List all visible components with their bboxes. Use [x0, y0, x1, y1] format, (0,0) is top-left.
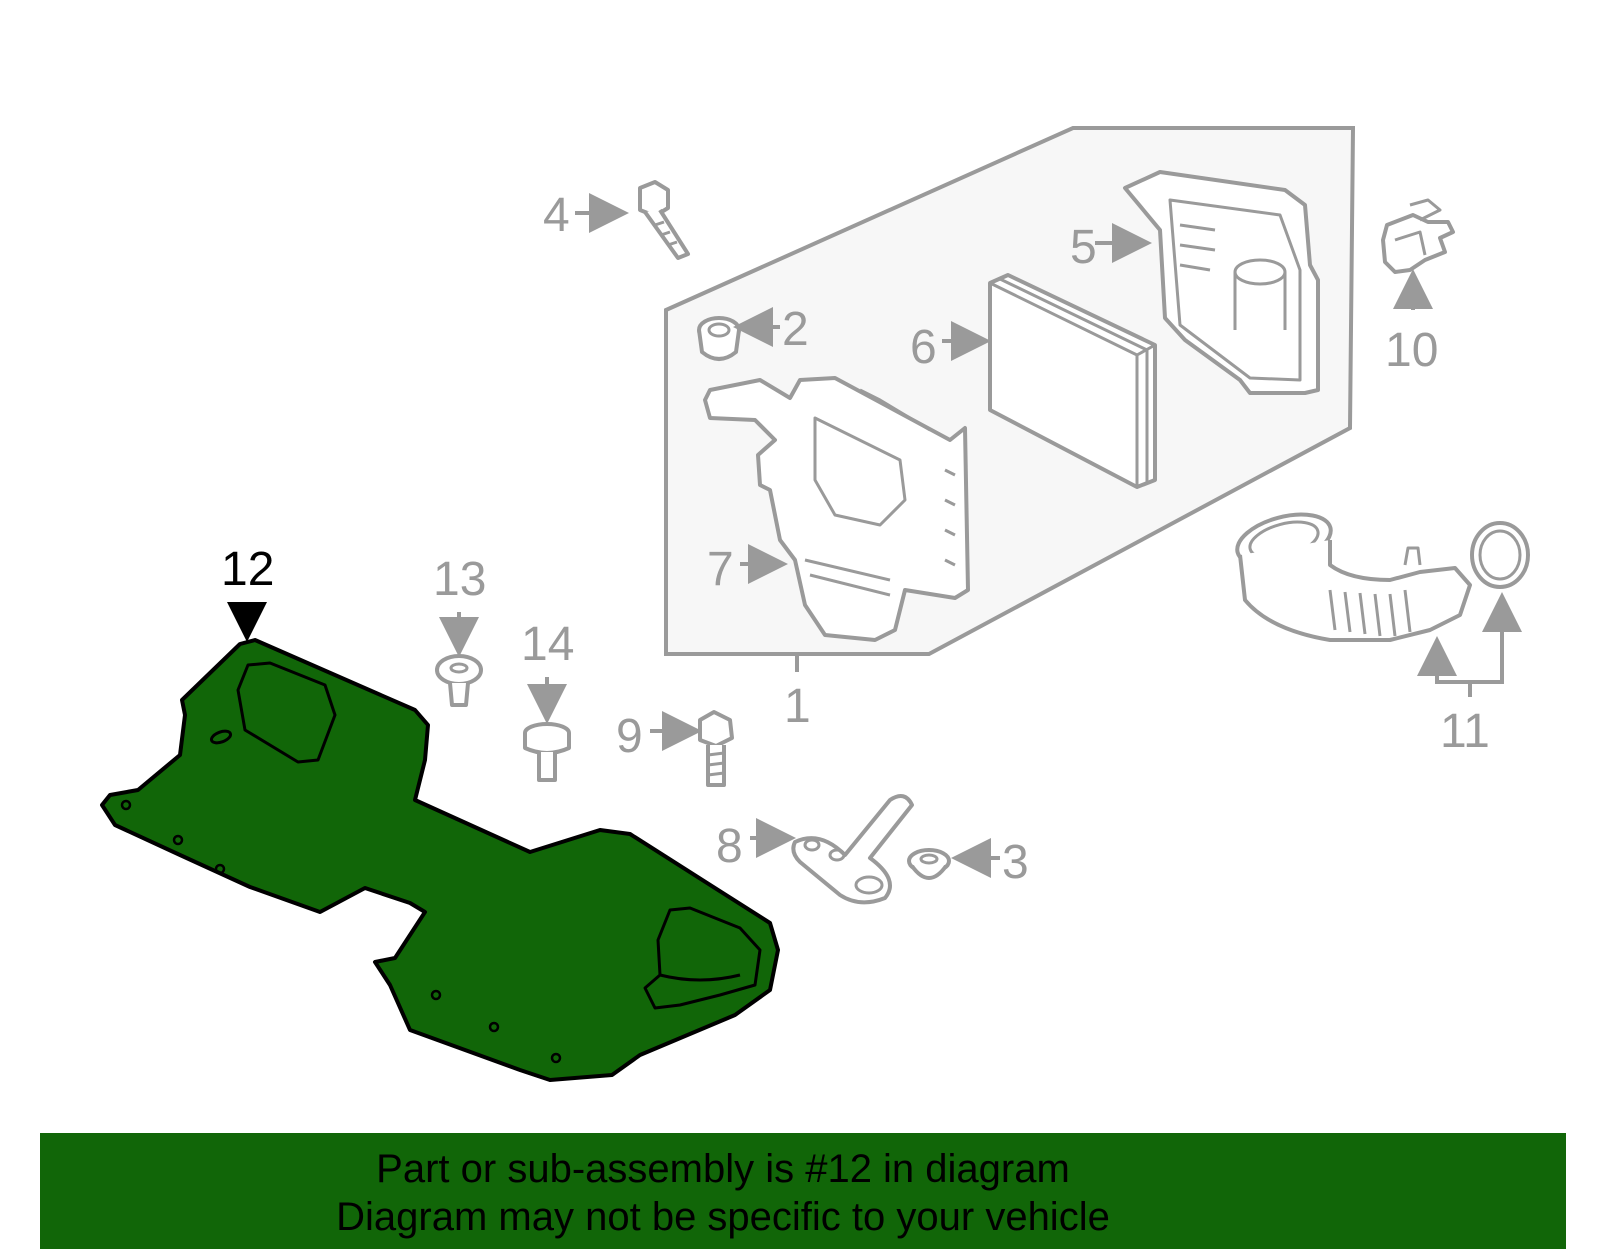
- upper-housing-part[interactable]: [1123, 170, 1320, 395]
- callout-9: 9: [616, 710, 643, 763]
- lower-housing-part[interactable]: [703, 376, 970, 642]
- banner-part-note: Part or sub-assembly is #12 in diagram: [376, 1147, 1070, 1191]
- grommet-part-3[interactable]: [907, 848, 951, 880]
- callout-8: 8: [716, 820, 743, 873]
- callout-11: 11: [1440, 705, 1490, 758]
- bolt-part-9[interactable]: [698, 710, 734, 787]
- clip-part-13[interactable]: [435, 654, 483, 707]
- callout-7: 7: [707, 543, 734, 596]
- callout-1: 1: [784, 680, 811, 733]
- air-filter-part[interactable]: [988, 273, 1157, 489]
- callout-2: 2: [782, 303, 809, 356]
- leader-lines: [227, 193, 1522, 878]
- sensor-part-10[interactable]: [1381, 198, 1455, 274]
- callout-4: 4: [543, 189, 570, 242]
- under-cover-part-12[interactable]: [100, 638, 780, 1082]
- banner-disclaimer: Diagram may not be specific to your vehi…: [336, 1195, 1110, 1239]
- callout-14: 14: [521, 618, 574, 671]
- callout-13: 13: [433, 553, 486, 606]
- callout-labels: 1 2 3 4 5 6 7 8 9 10 11 12 13 14: [221, 189, 1490, 889]
- bracket-part-8[interactable]: [791, 794, 914, 905]
- bolt-part-4[interactable]: [638, 180, 690, 260]
- callout-12: 12: [221, 543, 274, 596]
- info-banner: Part or sub-assembly is #12 in diagram D…: [40, 1133, 1566, 1249]
- grommet-part-2[interactable]: [697, 316, 741, 361]
- clip-part-14[interactable]: [523, 722, 571, 782]
- callout-10: 10: [1385, 324, 1438, 377]
- intake-tube-part[interactable]: [1232, 505, 1530, 642]
- callout-5: 5: [1070, 221, 1097, 274]
- callout-3: 3: [1002, 836, 1029, 889]
- callout-6: 6: [910, 321, 937, 374]
